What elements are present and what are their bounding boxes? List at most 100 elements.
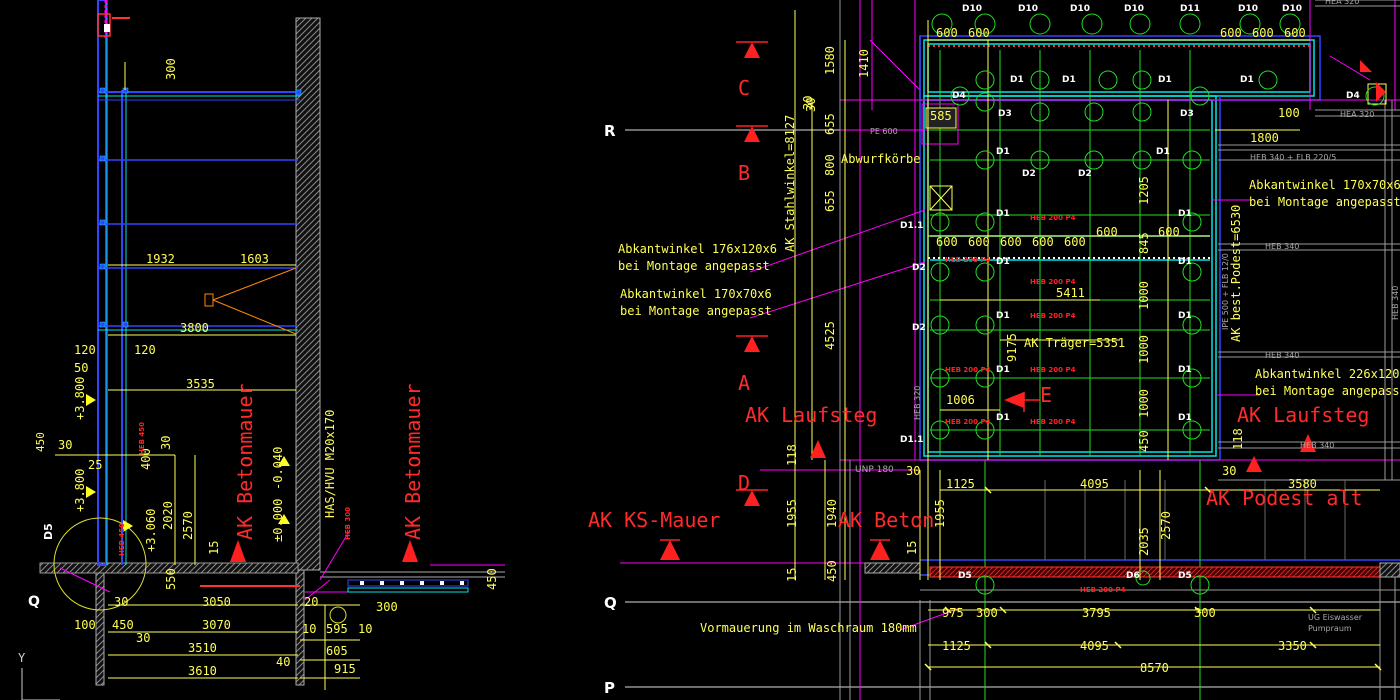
vormauerung-label: Vormauerung im Waschraum 180mm xyxy=(700,621,917,635)
betonmauer-label-left: AK Betonmauer xyxy=(233,383,257,540)
beam-label: HEB 200 P4 xyxy=(1030,278,1076,286)
floor-slab xyxy=(39,562,299,574)
dim-118-b: 118 xyxy=(785,444,799,466)
profile-label-heb340-b: HEB 340 xyxy=(1265,351,1299,360)
beam-label: HEB 200 P4 xyxy=(1080,586,1126,594)
dim-100: 100 xyxy=(1278,106,1300,120)
right-view-labels: R Q P C B A D E AK Laufsteg AK Laufsteg … xyxy=(588,0,1400,697)
bubble-label-d1: D1 xyxy=(1010,75,1024,85)
bubble-label-d2: D2 xyxy=(1022,169,1036,179)
section-label-a: A xyxy=(738,371,750,395)
profile-label-hea320: HEA 320 xyxy=(1340,110,1374,119)
dim-450-b: 450 xyxy=(112,618,134,632)
elevation-marker-icon xyxy=(278,514,290,524)
bubble-label-d1: D1 xyxy=(996,147,1010,157)
dim-300-a: 300 xyxy=(976,606,998,620)
dim-30: 30 xyxy=(804,98,818,112)
dim-15: 15 xyxy=(207,541,221,555)
bubble-label-d1-1: D1.1 xyxy=(900,221,923,231)
dim-3510: 3510 xyxy=(188,641,217,655)
bubble-label-d1: D1 xyxy=(996,209,1010,219)
dim-25: 25 xyxy=(88,458,102,472)
beam-label: HEB 200 P4 xyxy=(1030,418,1076,426)
left-section-view xyxy=(21,0,505,700)
section-label-d: D xyxy=(738,471,750,495)
dim-450: 450 xyxy=(34,432,47,452)
stahlwinkel-label: AK Stahlwinkel=8127 xyxy=(783,115,797,252)
bubble-label-d1: D1 xyxy=(1062,75,1076,85)
left-view-labels: 300 1932 1603 3800 120 120 50 3535 450 3… xyxy=(18,58,499,678)
dim-595: 595 xyxy=(326,622,348,636)
dim-30-c: 30 xyxy=(801,96,815,110)
dim-600: 600 xyxy=(968,26,990,40)
elevation-label-low: +3.060 xyxy=(144,509,158,552)
profile-label-heb340-c: HEB 340 xyxy=(1300,441,1334,450)
dim-2035: 2035 xyxy=(1137,527,1151,556)
right-plan-view xyxy=(620,0,1400,700)
ucs-icon xyxy=(21,668,60,700)
beam-label: HEB 200 P4 xyxy=(945,256,991,264)
axis-label-q: Q xyxy=(604,594,617,612)
dim-600: 600 xyxy=(1032,235,1054,249)
bubble-label-d2: D2 xyxy=(912,263,926,273)
dim-3610: 3610 xyxy=(188,664,217,678)
bubble-label-d1: D1 xyxy=(1156,147,1170,157)
dim-5411: 5411 xyxy=(1056,286,1085,300)
dim-400: 400 xyxy=(139,448,153,470)
beam-label: HEB 200 P4 xyxy=(1030,312,1076,320)
bubble-label-d5: D5 xyxy=(958,571,972,581)
dim-3070: 3070 xyxy=(202,618,231,632)
dim-30-b: 30 xyxy=(159,436,173,450)
ks-mauer-label: AK KS-Mauer xyxy=(588,508,720,532)
betonmauer-label-right: AK Betonmauer xyxy=(401,383,425,540)
elevation-marker-icon xyxy=(86,486,96,498)
dim-30-d: 30 xyxy=(1222,464,1236,478)
dim-600: 600 xyxy=(1096,225,1118,239)
profile-label-heb340-v: HEB 340 xyxy=(1391,286,1400,320)
axis-label-p: P xyxy=(604,679,615,697)
abkantwinkel-170-line2: bei Montage angepasst xyxy=(620,304,772,318)
dim-600: 600 xyxy=(1158,225,1180,239)
bubble-label-d1: D1 xyxy=(996,257,1010,267)
elevation-marker-icon xyxy=(86,394,96,406)
bubble-label-d11: D11 xyxy=(1180,4,1200,14)
bubble-label-d10: D10 xyxy=(962,4,982,14)
ucs-y-label: Y xyxy=(18,651,26,665)
dim-3050: 3050 xyxy=(202,595,231,609)
room-label-line2: Pumpraum xyxy=(1308,624,1352,633)
bubble-label-d2: D2 xyxy=(912,323,926,333)
dim-2020: 2020 xyxy=(161,501,175,530)
dim-600: 600 xyxy=(936,26,958,40)
dim-600: 600 xyxy=(936,235,958,249)
abwurfkoerbe-label: Abwurfkörbe xyxy=(841,152,920,166)
dim-15: 15 xyxy=(785,568,799,582)
dim-8570: 8570 xyxy=(1140,661,1169,675)
dim-1800: 1800 xyxy=(1250,131,1279,145)
anchor-spec-label: HAS/HVU M20x170 xyxy=(323,410,337,518)
elevation-label-minus: -0.040 xyxy=(271,447,285,490)
dim-1000-a: 1000 xyxy=(1137,281,1151,310)
dim-1125: 1125 xyxy=(946,477,975,491)
dim-3350: 3350 xyxy=(1278,639,1307,653)
dim-1000-b: 1000 xyxy=(1137,335,1151,364)
dim-975: 975 xyxy=(942,606,964,620)
dim-1955-b: 1955 xyxy=(933,499,947,528)
dim-600: 600 xyxy=(1000,235,1022,249)
beam-label: HEB 200 P4 xyxy=(1030,214,1076,222)
beam-label: HEB 200 P4 xyxy=(945,418,991,426)
beam-label: HEB 450 xyxy=(138,422,146,455)
dim-3795: 3795 xyxy=(1082,606,1111,620)
bubble-label-d10: D10 xyxy=(1124,4,1144,14)
dim-300-vertical: 300 xyxy=(164,58,178,80)
bubble-label-d10: D10 xyxy=(1070,4,1090,14)
dim-600: 600 xyxy=(1064,235,1086,249)
bubble-label-d1: D1 xyxy=(996,365,1010,375)
bubble-label-d10: D10 xyxy=(1018,4,1038,14)
steel-column xyxy=(97,0,107,566)
dim-120-right: 120 xyxy=(134,343,156,357)
dim-2570: 2570 xyxy=(1159,511,1173,540)
dim-1955: 1955 xyxy=(785,499,799,528)
dim-800: 800 xyxy=(823,154,837,176)
beam-label: HEB 200 P4 xyxy=(945,366,991,374)
